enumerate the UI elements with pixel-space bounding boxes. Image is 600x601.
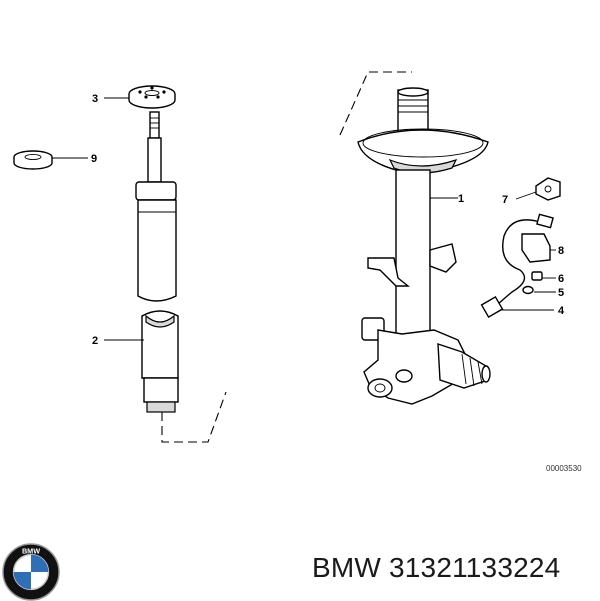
callout-2: 2 bbox=[92, 335, 98, 347]
callout-1: 1 bbox=[458, 193, 464, 205]
callout-9: 9 bbox=[91, 153, 97, 165]
callout-8: 8 bbox=[558, 245, 564, 257]
callout-6: 6 bbox=[558, 273, 564, 285]
callout-5: 5 bbox=[558, 287, 564, 299]
part-4-sensor bbox=[480, 213, 554, 319]
callout-7: 7 bbox=[502, 194, 508, 206]
shock-absorber-upper bbox=[135, 111, 177, 302]
callout-3: 3 bbox=[92, 93, 98, 105]
diagram-reference-code: 00003530 bbox=[546, 464, 582, 473]
part-2-shock-lower bbox=[104, 310, 227, 443]
bmw-logo-icon: BMW bbox=[2, 543, 60, 601]
part-8-bracket bbox=[521, 233, 556, 263]
callout-4: 4 bbox=[558, 305, 565, 317]
bmw-logo-text: BMW bbox=[22, 547, 40, 556]
part-title: BMW 31321133224 bbox=[312, 552, 561, 583]
part-1-strut bbox=[339, 71, 491, 405]
part-9-washer bbox=[13, 150, 88, 170]
part-3-top-mount bbox=[104, 85, 176, 109]
part-7-clip bbox=[515, 177, 561, 201]
part-5-washer bbox=[522, 285, 556, 295]
part-6-bolt bbox=[531, 271, 556, 281]
